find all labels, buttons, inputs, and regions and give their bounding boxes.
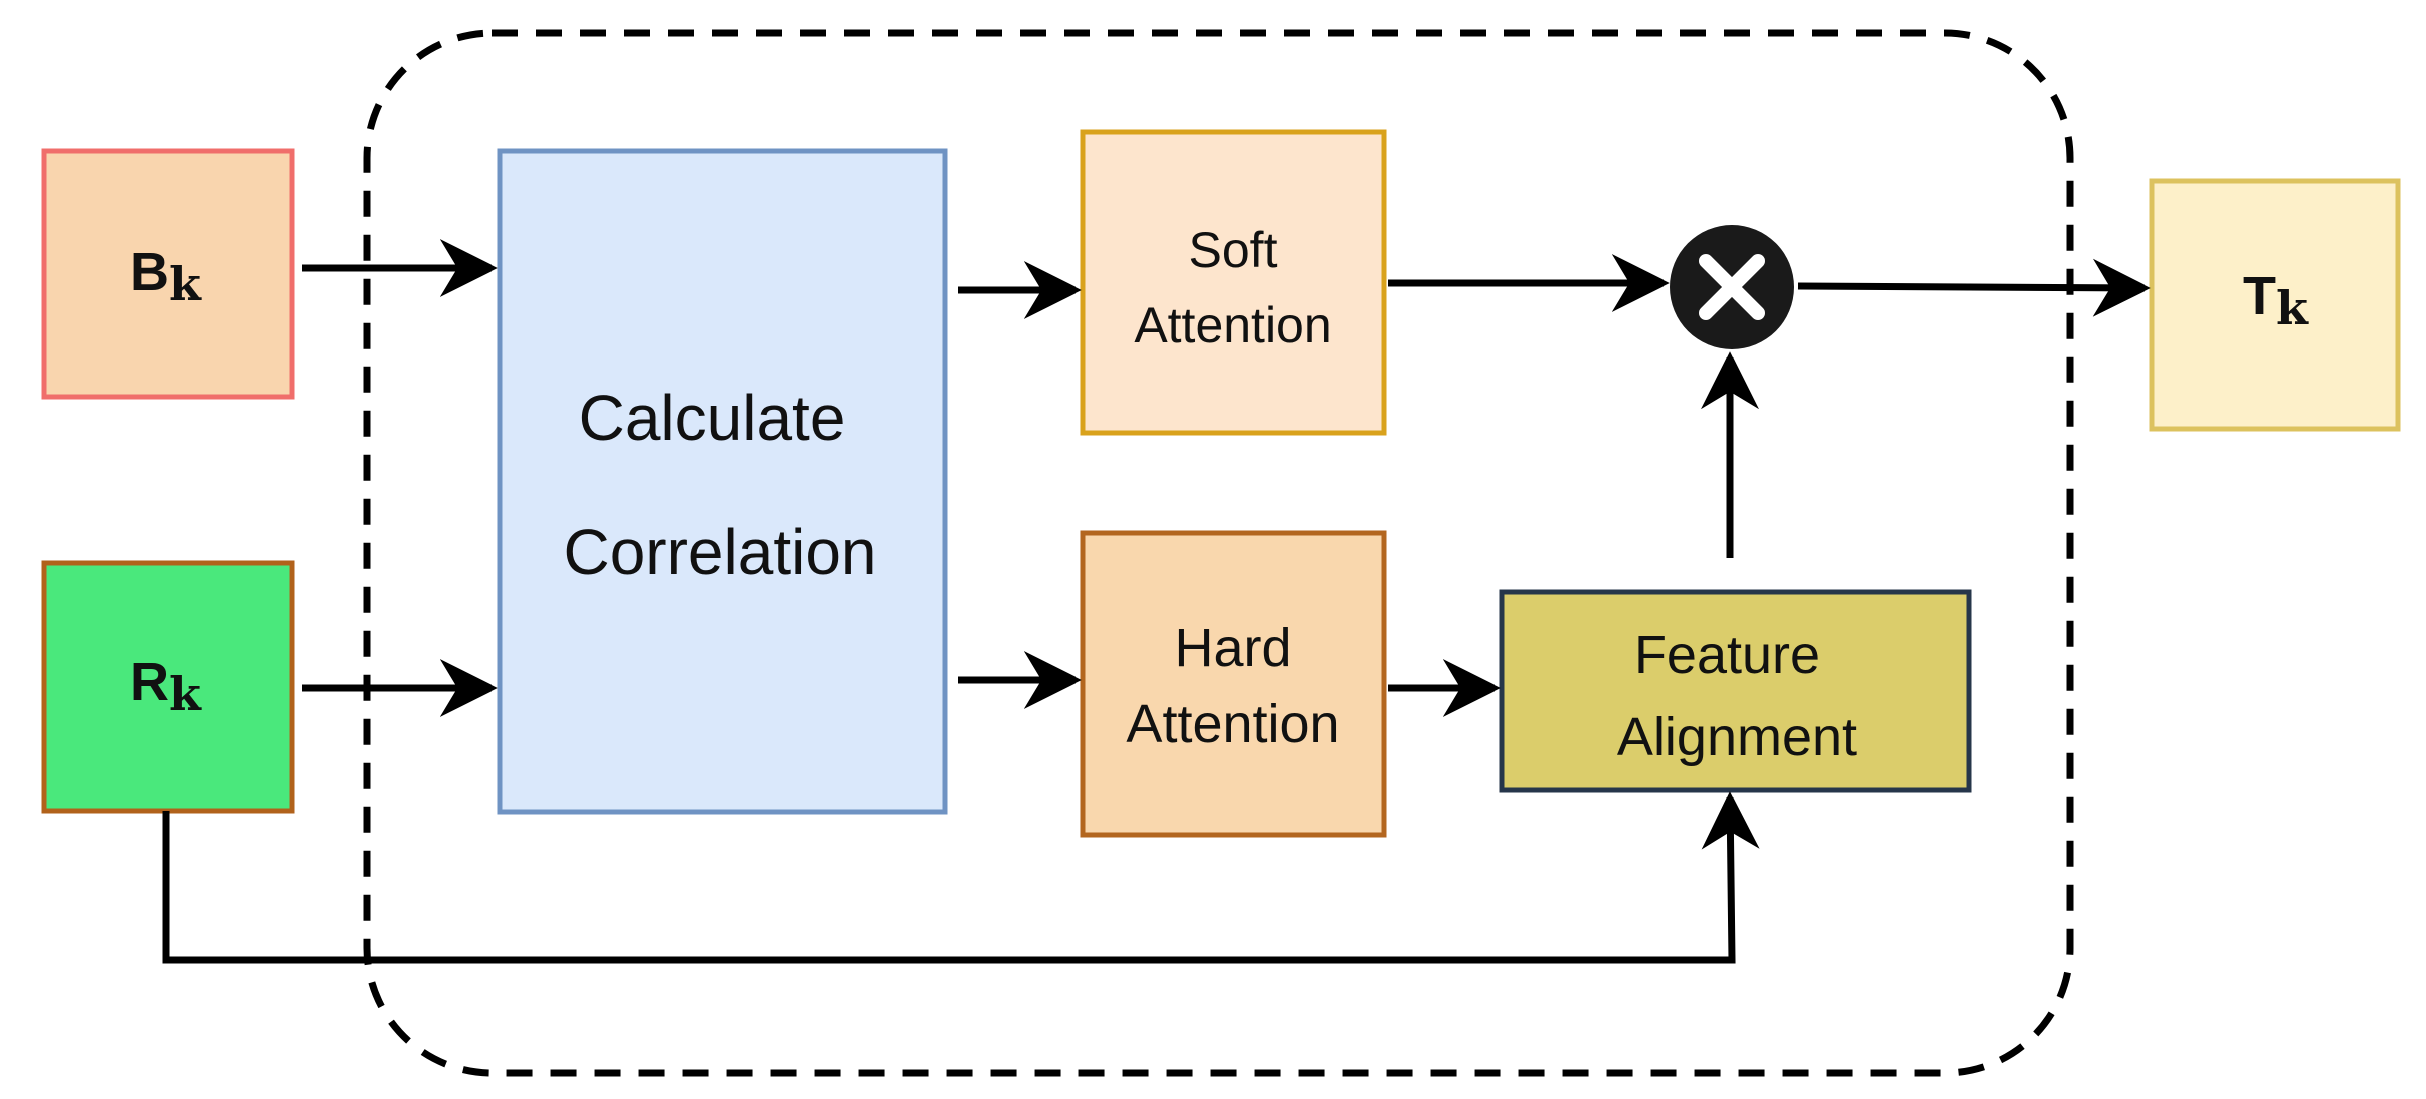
feature-alignment-line1: Feature bbox=[1634, 625, 1820, 685]
svg-text:Bk: Bk bbox=[130, 242, 202, 311]
arrow-multiply-to-output bbox=[1797, 258, 2151, 317]
svg-text:Tk: Tk bbox=[2243, 266, 2309, 335]
input-r-box bbox=[41, 560, 295, 814]
input-b-main: B bbox=[130, 242, 169, 302]
feature-alignment-line2: Alignment bbox=[1617, 707, 1857, 767]
arrow-r-to-alignment bbox=[162, 791, 1760, 964]
soft-attention-line1: Soft bbox=[1189, 222, 1278, 278]
input-r-sub: k bbox=[169, 667, 202, 721]
correlation-block: Calculate Correlation bbox=[497, 148, 948, 815]
input-b-node: Bk bbox=[41, 148, 295, 400]
hard-attention-line2: Attention bbox=[1126, 694, 1339, 754]
output-t-main: T bbox=[2243, 266, 2276, 326]
hard-attention-line1: Hard bbox=[1174, 618, 1291, 678]
correlation-label-line1: Calculate bbox=[579, 382, 846, 454]
output-t-sub: k bbox=[2276, 281, 2309, 335]
correlation-label-line2: Correlation bbox=[563, 516, 876, 588]
input-r-main: R bbox=[130, 652, 169, 712]
output-t-node: Tk bbox=[2149, 178, 2401, 432]
soft-attention-box bbox=[1080, 129, 1387, 436]
svg-text:Rk: Rk bbox=[130, 652, 202, 721]
multiply-icon bbox=[1670, 225, 1794, 349]
module-boundary bbox=[363, 29, 2074, 1077]
hard-attention-box bbox=[1080, 530, 1387, 838]
hard-attention-block: Hard Attention bbox=[1080, 530, 1387, 838]
soft-attention-line2: Attention bbox=[1134, 297, 1331, 353]
input-b-box bbox=[41, 148, 295, 400]
feature-alignment-box bbox=[1499, 589, 1972, 793]
output-t-box bbox=[2149, 178, 2401, 432]
input-r-node: Rk bbox=[41, 560, 295, 814]
soft-attention-block: Soft Attention bbox=[1080, 129, 1387, 436]
correlation-box bbox=[497, 148, 948, 815]
feature-alignment-block: Feature Alignment bbox=[1499, 589, 1972, 793]
input-b-sub: k bbox=[169, 257, 202, 311]
